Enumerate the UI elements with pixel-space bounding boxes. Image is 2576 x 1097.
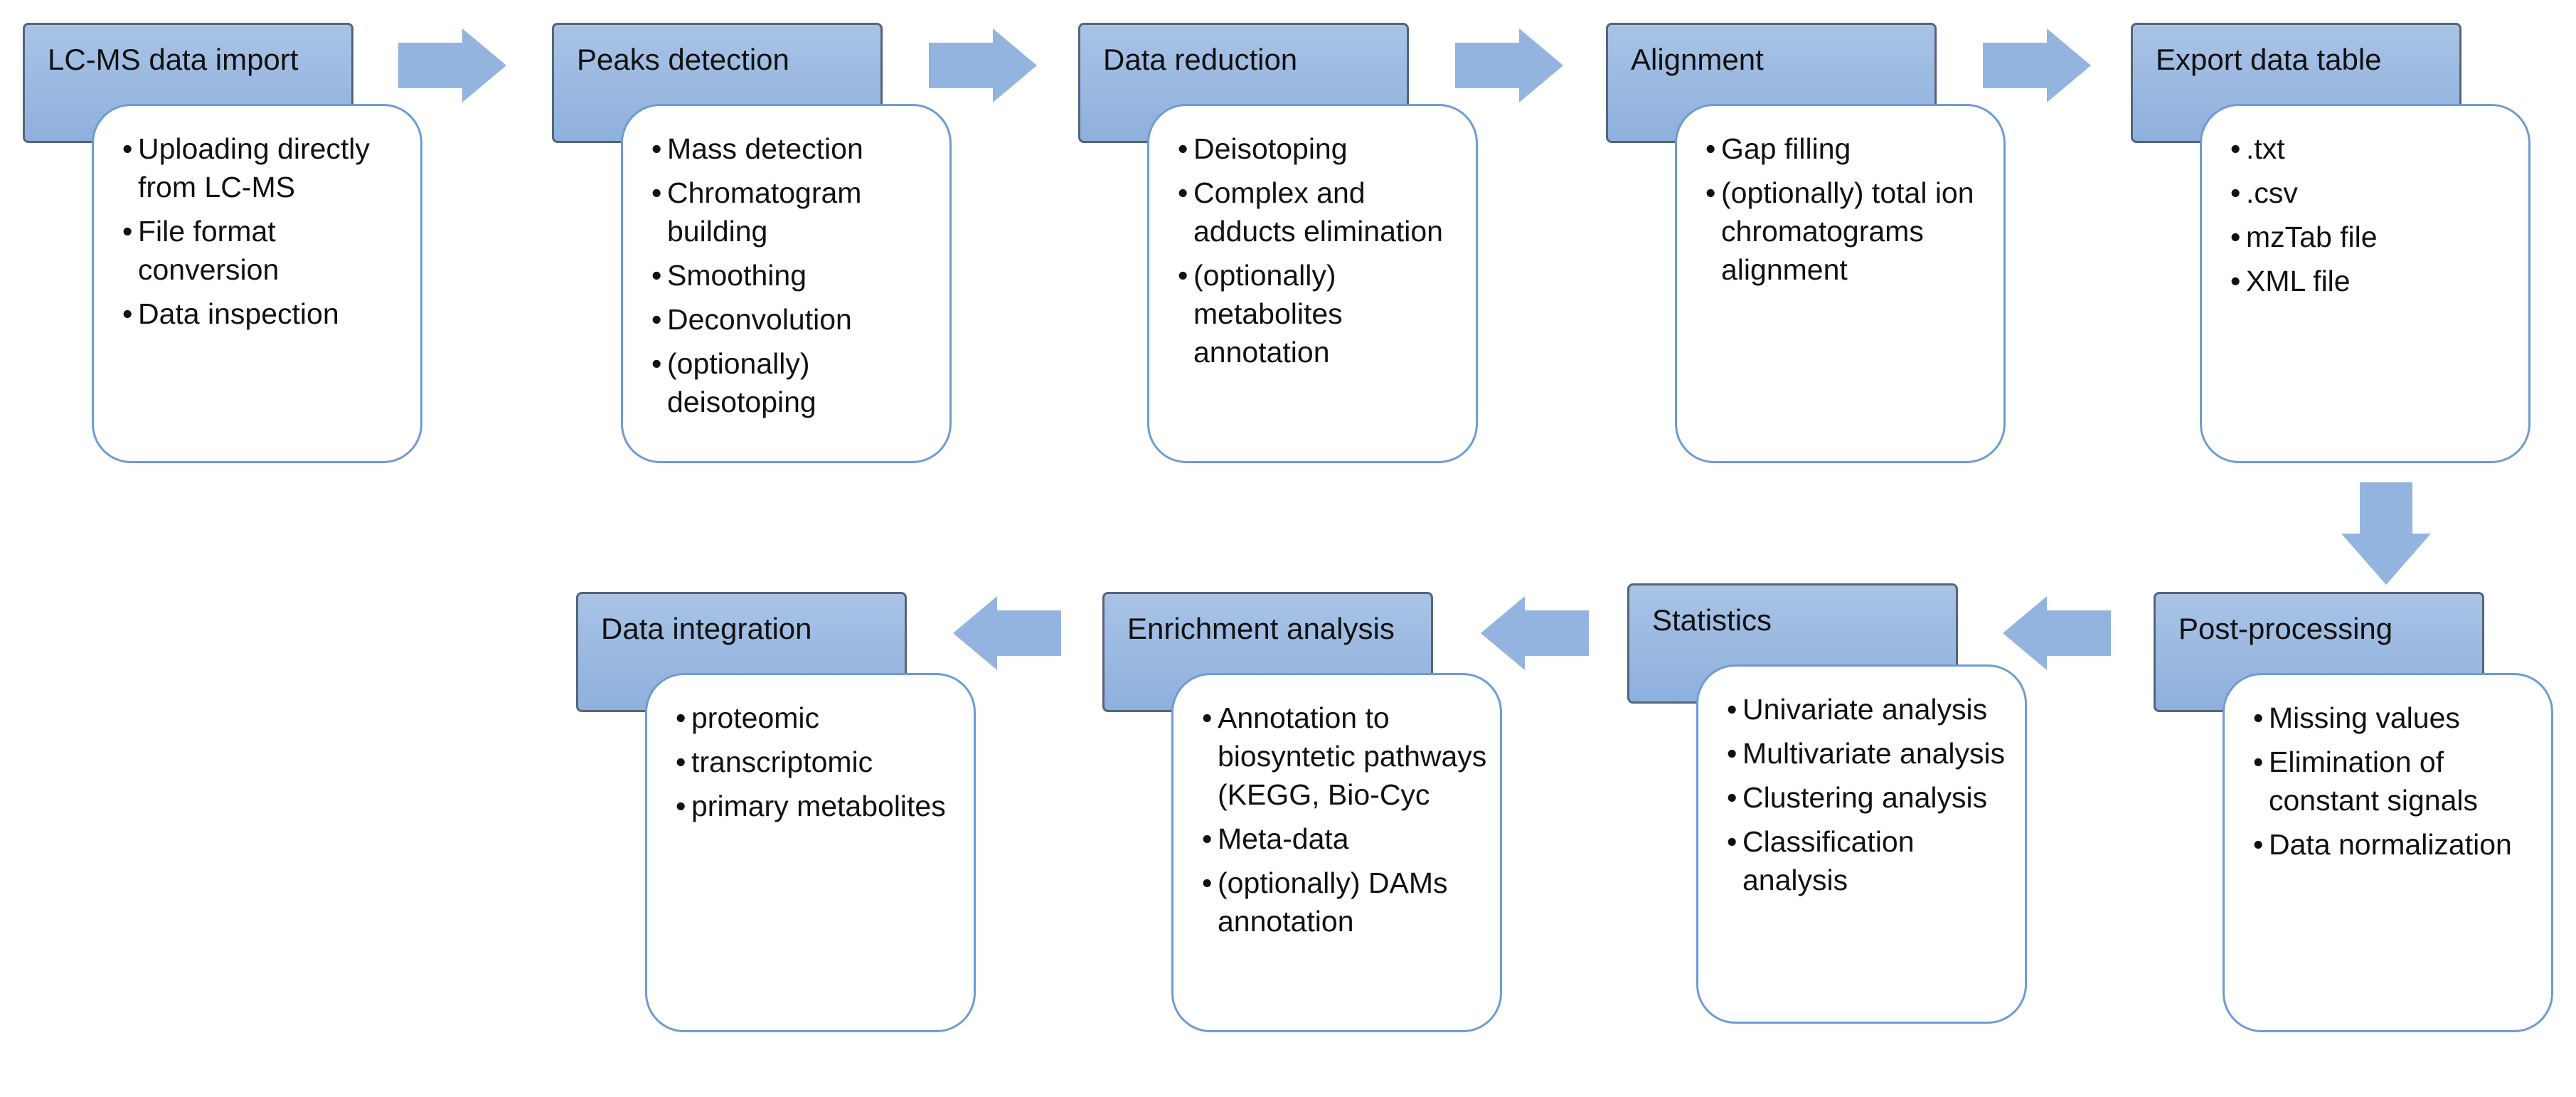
detail-item: Complex and adducts elimination bbox=[1178, 174, 1470, 250]
detail-item: Missing values bbox=[2253, 699, 2545, 737]
detail-item: Deconvolution bbox=[651, 300, 944, 339]
detail-item: (optionally) total ion chromatograms ali… bbox=[1705, 174, 1998, 289]
detail-item: Univariate analysis bbox=[1727, 690, 2019, 728]
detail-item: Chromatogram building bbox=[651, 174, 944, 250]
step-details: Missing values Elimination of constant s… bbox=[2223, 673, 2553, 1032]
detail-item: Mass detection bbox=[651, 129, 944, 168]
detail-item: Data normalization bbox=[2253, 825, 2545, 864]
arrow-left-icon bbox=[1481, 596, 1589, 670]
detail-item: Data inspection bbox=[122, 295, 415, 333]
arrow-left-icon bbox=[2003, 596, 2111, 670]
detail-item: Gap filling bbox=[1705, 129, 1998, 168]
detail-item: Uploading directly from LC-MS bbox=[122, 129, 415, 206]
detail-item: Multivariate analysis bbox=[1727, 734, 2019, 773]
step-details: Univariate analysis Multivariate analysi… bbox=[1696, 664, 2027, 1024]
arrow-right-icon bbox=[929, 28, 1037, 102]
detail-item: .csv bbox=[2230, 174, 2523, 212]
detail-item: XML file bbox=[2230, 262, 2523, 300]
arrow-right-icon bbox=[1983, 28, 2091, 102]
detail-item: primary metabolites bbox=[676, 787, 968, 825]
detail-item: Meta-data bbox=[1202, 820, 1494, 858]
step-details: proteomic transcriptomic primary metabol… bbox=[645, 673, 976, 1032]
step-details: Uploading directly from LC-MS File forma… bbox=[92, 104, 422, 463]
step-details: Gap filling (optionally) total ion chrom… bbox=[1675, 104, 2006, 463]
detail-item: mzTab file bbox=[2230, 218, 2523, 256]
detail-item: transcriptomic bbox=[676, 743, 968, 781]
detail-item: Annotation to biosyntetic pathways (KEGG… bbox=[1202, 699, 1494, 814]
detail-item: (optionally) DAMs annotation bbox=[1202, 864, 1494, 940]
detail-item: (optionally) deisotoping bbox=[651, 344, 944, 421]
step-details: .txt .csv mzTab file XML file bbox=[2200, 104, 2530, 463]
arrow-right-icon bbox=[1455, 28, 1563, 102]
detail-item: Classification analysis bbox=[1727, 822, 2019, 899]
arrow-right-icon bbox=[398, 28, 506, 102]
detail-item: proteomic bbox=[676, 699, 968, 737]
step-details: Deisotoping Complex and adducts eliminat… bbox=[1147, 104, 1478, 463]
step-details: Annotation to biosyntetic pathways (KEGG… bbox=[1171, 673, 1502, 1032]
step-details: Mass detection Chromatogram building Smo… bbox=[621, 104, 952, 463]
detail-item: Elimination of constant signals bbox=[2253, 743, 2545, 820]
detail-item: Smoothing bbox=[651, 256, 944, 295]
detail-item: Clustering analysis bbox=[1727, 778, 2019, 817]
arrow-down-icon bbox=[2341, 482, 2431, 585]
detail-item: (optionally) metabolites annotation bbox=[1178, 256, 1470, 371]
arrow-left-icon bbox=[953, 596, 1061, 670]
detail-item: .txt bbox=[2230, 129, 2523, 168]
detail-item: File format conversion bbox=[122, 212, 415, 289]
detail-item: Deisotoping bbox=[1178, 129, 1470, 168]
